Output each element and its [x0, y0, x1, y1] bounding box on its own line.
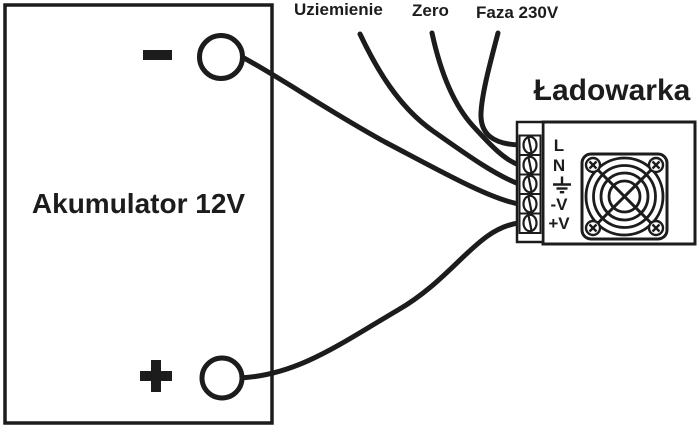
wire-battery-plus — [237, 220, 522, 381]
charger-label: Ładowarka — [533, 74, 691, 107]
plus-symbol — [140, 360, 172, 392]
battery-label: Akumulator 12V — [31, 188, 246, 219]
screw-terminal-icon — [522, 213, 538, 233]
wire-neutral — [429, 30, 522, 168]
wire-battery-minus — [239, 54, 522, 207]
fan-cross-braces — [596, 168, 653, 225]
screw-terminal-icon — [522, 194, 538, 214]
wires — [237, 30, 522, 381]
battery-positive-terminal — [199, 355, 245, 401]
terminal-block — [515, 120, 545, 244]
terminal-label-L: L — [553, 136, 565, 155]
wire-phase — [478, 30, 522, 148]
fan-rings — [584, 156, 665, 237]
terminal-label-negV: -V — [550, 195, 568, 214]
fan-grille-icon — [580, 152, 669, 241]
earth-ground-icon — [553, 176, 571, 194]
screw-terminal-icon — [522, 135, 538, 155]
terminal-screws — [522, 135, 538, 233]
wire-ground — [357, 31, 522, 187]
terminal-label-posV: +V — [548, 214, 570, 233]
terminal-label-N: N — [552, 156, 566, 175]
screw-terminal-icon — [522, 155, 538, 175]
label-ground: Uziemienie — [294, 0, 383, 19]
terminal-cell-posV — [518, 212, 542, 234]
label-neutral: Zero — [412, 1, 449, 20]
minus-symbol — [143, 50, 172, 60]
battery-negative-terminal — [197, 33, 245, 81]
fan-corner-screws — [584, 156, 665, 237]
label-phase: Faza 230V — [476, 3, 559, 22]
screw-terminal-icon — [522, 174, 538, 194]
